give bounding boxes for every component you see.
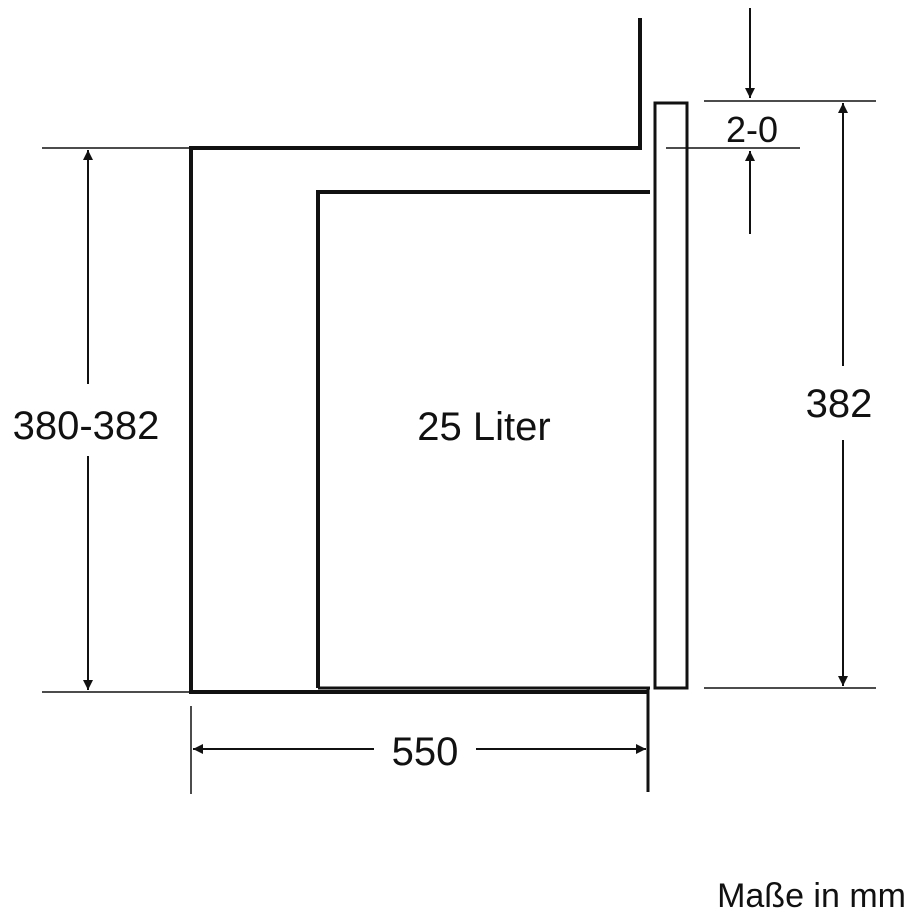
units-note: Maße in mm xyxy=(717,877,906,915)
gap-label: 2-0 xyxy=(726,109,778,150)
appliance-door-panel xyxy=(653,101,689,690)
height-cavity-label: 380-382 xyxy=(13,404,160,448)
appliance-body xyxy=(316,190,650,688)
height-device-label: 382 xyxy=(806,382,873,426)
cabinet-niche-outline xyxy=(189,18,648,694)
width-label: 550 xyxy=(392,730,459,774)
volume-label: 25 Liter xyxy=(417,405,550,449)
